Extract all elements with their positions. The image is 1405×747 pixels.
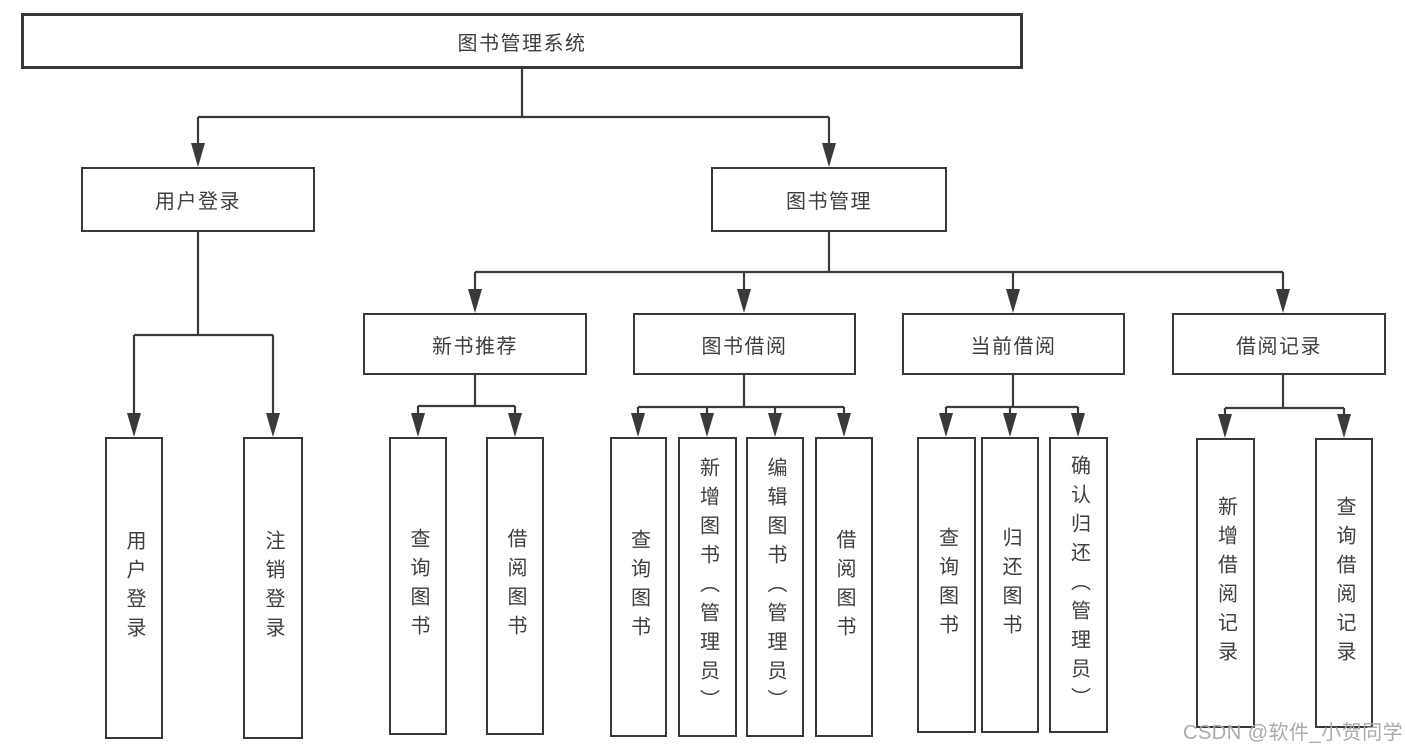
node-label: 新书推荐 [432, 335, 518, 358]
leaf-search-books-borrowing: 查询图书 [610, 437, 667, 737]
leaf-borrow-books: 借阅图书 [815, 437, 873, 737]
node-new-book-recommendation: 新书推荐 [363, 313, 587, 375]
node-label: 用户登录 [123, 530, 145, 646]
node-label: 图书管理 [786, 191, 872, 213]
node-label: 查询图书 [627, 529, 650, 645]
node-label: 新增借阅记录 [1214, 496, 1237, 670]
node-label: 图书管理系统 [457, 32, 587, 55]
leaf-search-books-current: 查询图书 [917, 437, 976, 733]
leaf-add-books-admin: 新增图书（管理员） [678, 437, 737, 737]
connector-arrowheads [127, 143, 1351, 438]
leaf-add-borrow-record: 新增借阅记录 [1196, 438, 1255, 728]
node-label: 注销登录 [262, 530, 284, 646]
leaf-logout: 注销登录 [243, 437, 303, 739]
node-label: 归还图书 [999, 527, 1021, 643]
node-label: 查询图书 [935, 527, 958, 643]
leaf-return-books: 归还图书 [981, 437, 1039, 733]
node-book-management: 图书管理 [711, 167, 947, 232]
csdn-watermark: CSDN @软件_小贺同学 [1183, 722, 1404, 744]
node-label: 查询图书 [407, 528, 429, 644]
node-user-login: 用户登录 [81, 167, 315, 232]
node-label: 查询借阅记录 [1333, 496, 1355, 670]
node-current-borrowing: 当前借阅 [902, 313, 1125, 375]
leaf-user-login: 用户登录 [105, 437, 163, 739]
node-label: 当前借阅 [970, 335, 1057, 358]
node-library-management-system: 图书管理系统 [21, 13, 1023, 69]
node-label: 编辑图书（管理员） [764, 456, 786, 718]
connector-lines [132, 69, 1346, 418]
leaf-search-borrow-record: 查询借阅记录 [1315, 438, 1373, 728]
node-label: 确认归还（管理员） [1067, 454, 1090, 716]
node-book-borrowing: 图书借阅 [633, 313, 856, 375]
node-label: 用户登录 [155, 191, 241, 213]
node-label: 借阅记录 [1236, 335, 1322, 358]
leaf-confirm-return-admin: 确认归还（管理员） [1049, 437, 1108, 733]
node-label: 借阅图书 [504, 528, 526, 644]
leaf-edit-books-admin: 编辑图书（管理员） [746, 437, 804, 737]
node-label: 图书借阅 [701, 335, 788, 358]
leaf-borrow-books-recommend: 借阅图书 [486, 437, 544, 735]
node-label: 借阅图书 [833, 529, 855, 645]
node-borrowing-records: 借阅记录 [1172, 313, 1386, 375]
leaf-search-books-recommend: 查询图书 [389, 437, 447, 735]
node-label: 新增图书（管理员） [696, 456, 719, 718]
